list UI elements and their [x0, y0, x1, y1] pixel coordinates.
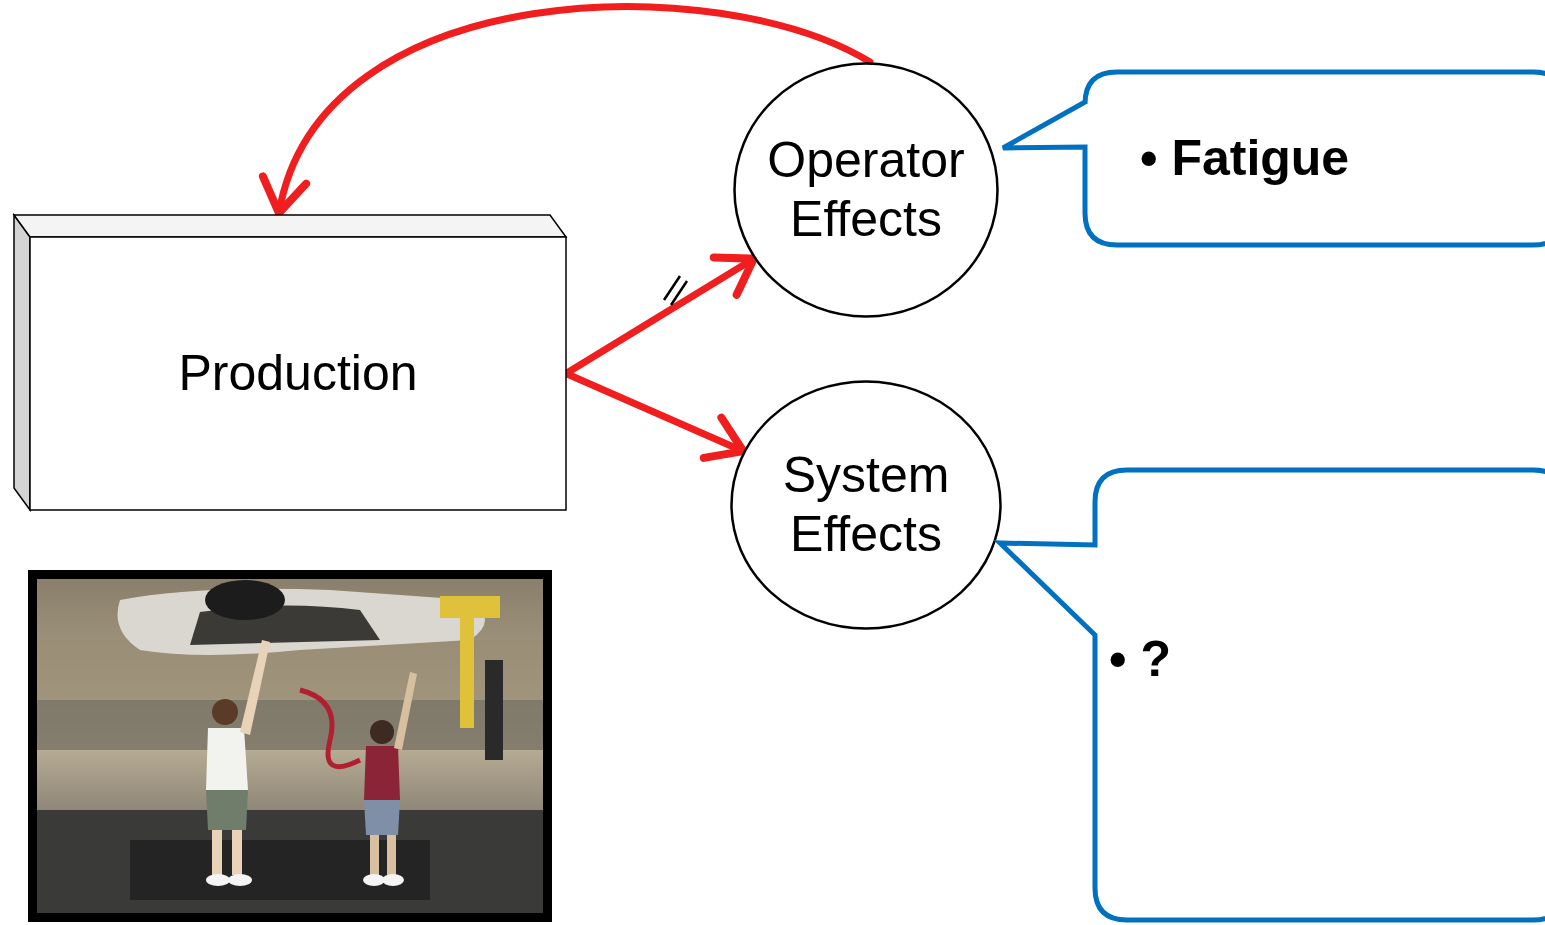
bubble-outline [1095, 470, 1545, 920]
worker-shoe [228, 874, 252, 886]
worker-shoe [382, 874, 404, 886]
node-label: Production [178, 344, 417, 403]
worker-shirt [206, 728, 248, 790]
node-label: Operator Effects [760, 131, 973, 249]
worker-leg [370, 835, 379, 875]
car-wheel [205, 580, 285, 620]
worker-leg [212, 830, 222, 875]
circle-outline [732, 382, 1001, 629]
lift-arm [440, 596, 500, 618]
worker-shirt [364, 746, 400, 800]
bubble-outline [1003, 72, 1545, 245]
callout-bubble: • Fatigue [1085, 72, 1545, 245]
callout-text: • Fatigue [1140, 129, 1349, 188]
photo-floor [37, 810, 543, 913]
effect-circle: Operator Effects [733, 62, 999, 318]
arrow-head [704, 418, 743, 458]
circle-outline [735, 64, 998, 317]
box-front [30, 237, 566, 510]
worker-shoe [206, 874, 230, 886]
worker-shorts [206, 790, 248, 830]
lift-column [485, 660, 503, 760]
worker-arm [240, 640, 270, 735]
flow-arrow [566, 259, 754, 374]
delay-mark [671, 281, 687, 305]
worker-head [212, 699, 238, 725]
air-hose [300, 690, 360, 767]
worker-shorts [364, 800, 400, 835]
arrow-head [263, 176, 306, 213]
worker-leg [387, 835, 396, 875]
box-top [14, 215, 566, 237]
callout-text: • ? [1109, 630, 1171, 689]
lift-post [460, 618, 474, 728]
circle-outline [733, 62, 999, 318]
photo-frame [28, 570, 552, 922]
box-side [14, 215, 30, 510]
bubble-outline [1000, 470, 1545, 920]
effect-circle: System Effects [730, 380, 1002, 630]
node-label: System Effects [757, 446, 975, 564]
callout-bubble: • ? [1095, 470, 1545, 920]
floor-mat [130, 840, 430, 900]
worker-arm [394, 672, 417, 750]
worker-head [370, 720, 394, 744]
photo-background [37, 579, 543, 913]
arrow-head [714, 257, 754, 294]
worker-shoe [363, 874, 385, 886]
flow-arrow [566, 374, 743, 452]
car-body [118, 589, 486, 655]
worker-leg [232, 830, 242, 875]
process-box: Production [14, 215, 566, 510]
circle-outline [730, 380, 1002, 630]
